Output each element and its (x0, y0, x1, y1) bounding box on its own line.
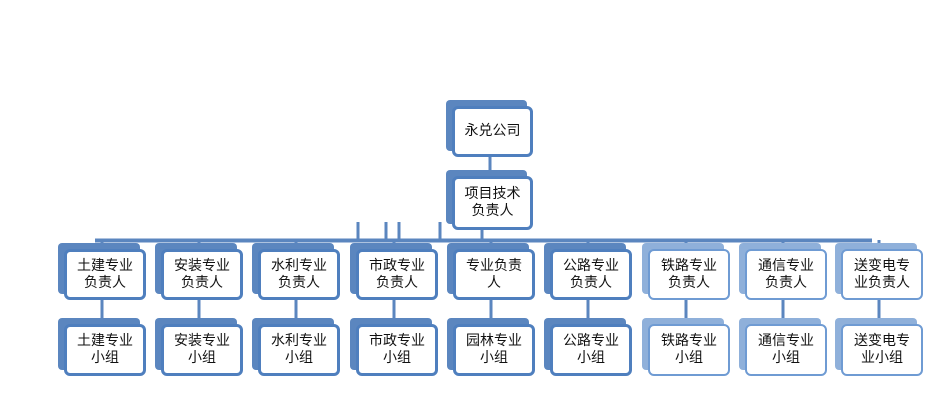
group-node: 通信专业 小组 (739, 318, 827, 376)
lead-node: 专业负责 人 (447, 243, 535, 300)
group-node: 市政专业 小组 (350, 318, 438, 376)
manager-label: 项目技术 负责人 (464, 186, 521, 219)
lead-node: 土建专业 负责人 (58, 243, 146, 300)
lead-label: 安装专业 负责人 (174, 257, 230, 291)
group-node: 安装专业 小组 (155, 318, 243, 376)
lead-node: 通信专业 负责人 (739, 243, 827, 300)
lead-node: 送变电专 业负责人 (835, 243, 923, 300)
group-label: 安装专业 小组 (174, 333, 230, 366)
group-node: 公路专业 小组 (544, 318, 632, 376)
lead-node: 公路专业 负责人 (544, 243, 632, 300)
lead-label: 专业负责 人 (466, 257, 522, 291)
group-label: 土建专业 小组 (77, 333, 133, 366)
group-label: 市政专业 小组 (369, 333, 425, 366)
lead-node: 铁路专业 负责人 (642, 243, 730, 300)
group-label: 送变电专 业小组 (854, 333, 910, 366)
group-label: 通信专业 小组 (758, 333, 814, 366)
root-label: 永兑公司 (464, 123, 521, 139)
group-label: 铁路专业 小组 (661, 333, 717, 366)
group-node: 水利专业 小组 (252, 318, 340, 376)
lead-label: 市政专业 负责人 (369, 257, 425, 291)
group-label: 水利专业 小组 (271, 333, 327, 366)
manager-node: 项目技术 负责人 (446, 170, 533, 230)
lead-label: 土建专业 负责人 (77, 257, 133, 291)
lead-node: 市政专业 负责人 (350, 243, 438, 300)
lead-label: 送变电专 业负责人 (854, 257, 910, 291)
group-node: 送变电专 业小组 (835, 318, 923, 376)
root-node: 永兑公司 (446, 100, 533, 157)
lead-node: 安装专业 负责人 (155, 243, 243, 300)
group-node: 园林专业 小组 (447, 318, 535, 376)
lead-label: 铁路专业 负责人 (661, 257, 717, 291)
lead-node: 水利专业 负责人 (252, 243, 340, 300)
group-label: 公路专业 小组 (563, 333, 619, 366)
lead-label: 通信专业 负责人 (758, 257, 814, 291)
lead-label: 公路专业 负责人 (563, 257, 619, 291)
group-node: 土建专业 小组 (58, 318, 146, 376)
lead-label: 水利专业 负责人 (271, 257, 327, 291)
group-node: 铁路专业 小组 (642, 318, 730, 376)
group-label: 园林专业 小组 (466, 333, 522, 366)
